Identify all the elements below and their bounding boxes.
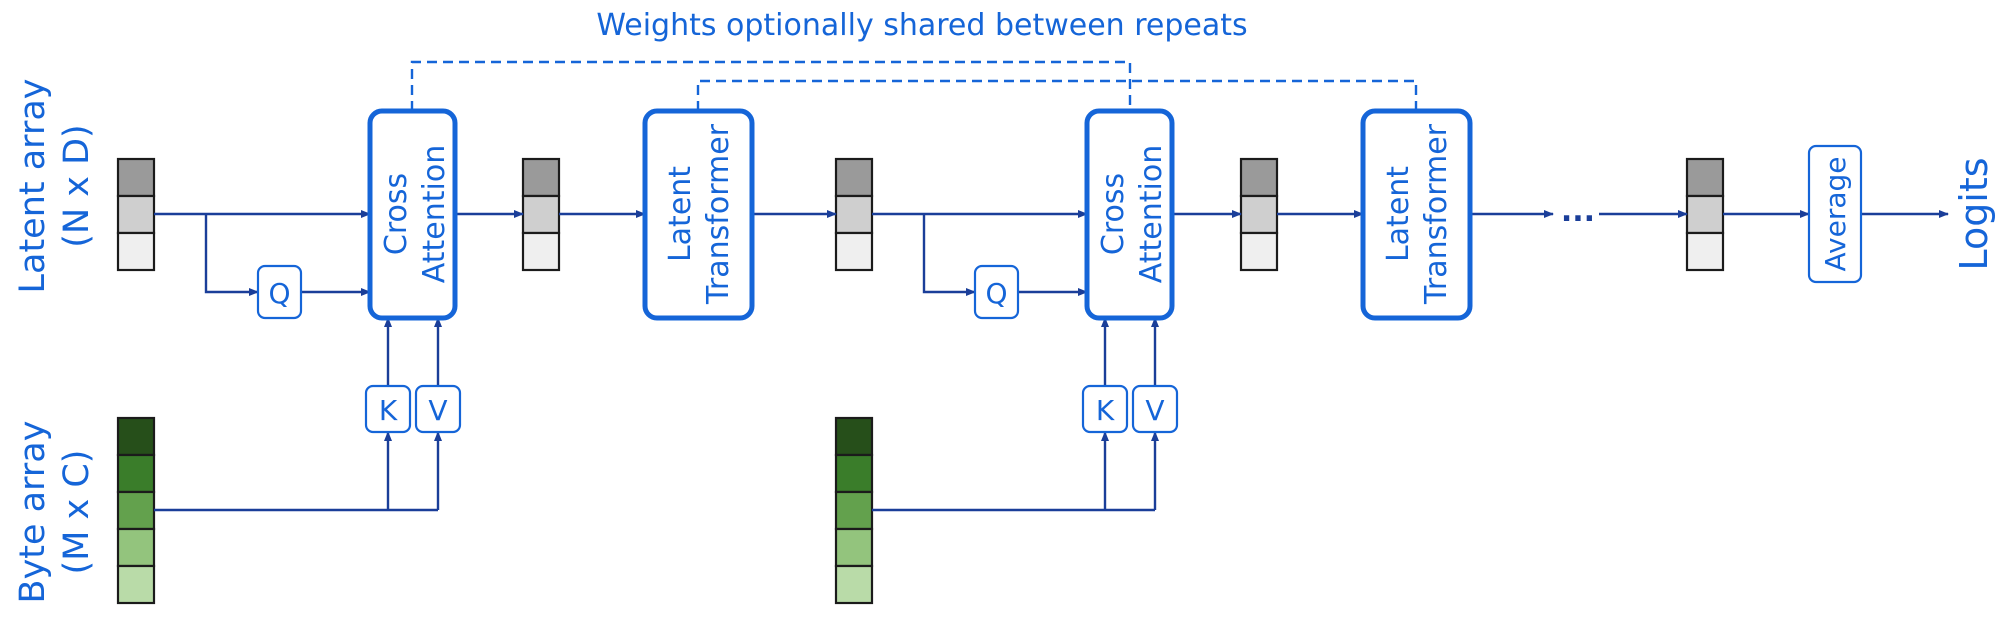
query-block-2: Q — [973, 264, 1020, 320]
latent-array-5 — [1685, 157, 1725, 272]
latent-array-2 — [521, 157, 561, 272]
cross-attention-block-2: Cross Attention — [1084, 108, 1175, 321]
latent-array-label: Latent array (N x D) — [13, 78, 97, 293]
average-block: Average — [1807, 144, 1863, 284]
logits-label: Logits — [1952, 157, 1996, 270]
svg-text:Byte array: Byte array — [13, 421, 53, 604]
svg-text:Cross: Cross — [379, 173, 414, 255]
latent-transformer-block-1: Latent Transformer — [642, 108, 755, 321]
ellipsis-text: ... — [1561, 194, 1595, 229]
svg-text:Transformer: Transformer — [701, 123, 736, 305]
svg-text:Transformer: Transformer — [1419, 123, 1454, 305]
byte-array-1 — [116, 416, 156, 605]
svg-text:Average: Average — [1819, 157, 1852, 272]
latent-array-1 — [116, 157, 156, 272]
svg-text:V: V — [428, 394, 447, 427]
latent-array-4 — [1239, 157, 1279, 272]
cross-attention-block-1: Cross Attention — [367, 108, 458, 321]
svg-text:V: V — [1145, 394, 1164, 427]
svg-text:Q: Q — [985, 277, 1007, 310]
svg-text:(N x D): (N x D) — [57, 124, 97, 247]
latent-array-3 — [834, 157, 874, 272]
connections — [154, 210, 1949, 512]
key-block-1: K — [364, 384, 412, 434]
svg-text:Attention: Attention — [1134, 145, 1169, 283]
svg-text:Cross: Cross — [1096, 173, 1131, 255]
shared-weights-note: Weights optionally shared between repeat… — [596, 8, 1247, 43]
key-block-2: K — [1081, 384, 1129, 434]
svg-text:Latent array: Latent array — [13, 78, 53, 293]
svg-text:Q: Q — [268, 277, 290, 310]
weight-sharing-connectors — [410, 60, 1418, 111]
svg-text:Latent: Latent — [1381, 166, 1416, 262]
svg-text:(M x C): (M x C) — [57, 450, 97, 575]
svg-text:K: K — [1096, 394, 1115, 427]
svg-text:K: K — [379, 394, 398, 427]
svg-text:Latent: Latent — [663, 166, 698, 262]
latent-transformer-block-2: Latent Transformer — [1360, 108, 1473, 321]
value-block-2: V — [1131, 384, 1179, 434]
svg-text:Attention: Attention — [417, 145, 452, 283]
query-block-1: Q — [256, 264, 303, 320]
byte-array-2 — [834, 416, 874, 605]
byte-array-label: Byte array (M x C) — [13, 421, 97, 604]
value-block-1: V — [414, 384, 462, 434]
